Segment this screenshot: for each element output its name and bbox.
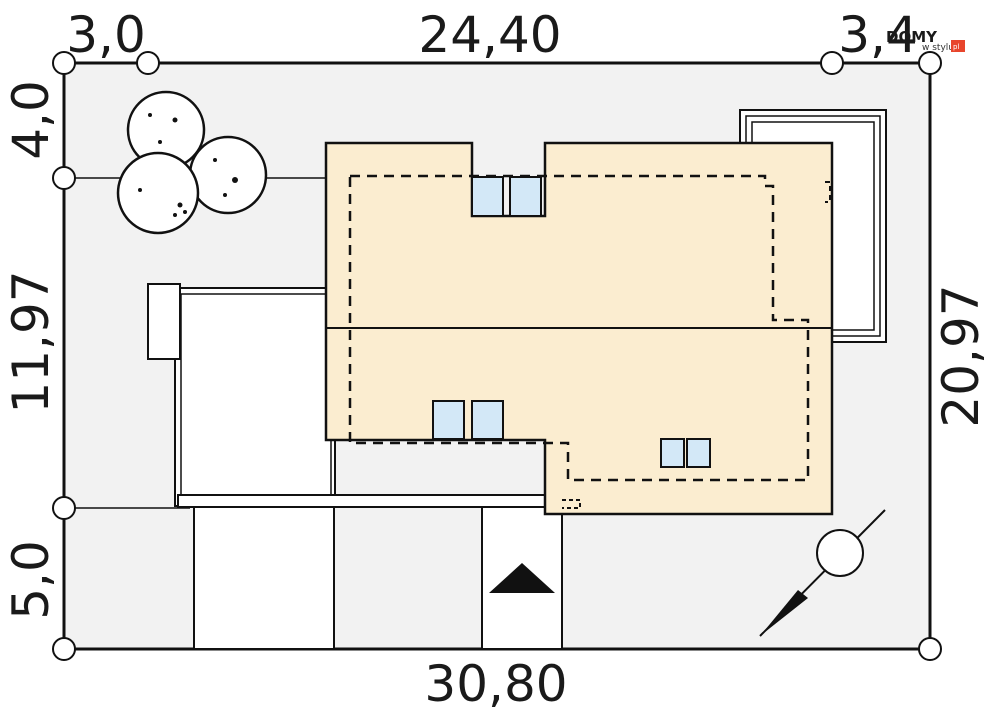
north-arrow-icon xyxy=(759,509,886,637)
entrance-triangle-icon xyxy=(489,563,555,593)
wall-outline-dashed xyxy=(348,174,810,482)
garage-wing xyxy=(174,287,336,507)
dim-left-middle: 11,97 xyxy=(2,270,60,413)
dim-top-left: 3,0 xyxy=(66,6,146,64)
roof-window xyxy=(509,176,542,217)
garage-front-bar xyxy=(177,494,549,508)
logo-tld: pl xyxy=(953,43,959,51)
dim-top-middle: 24,40 xyxy=(418,6,561,64)
dim-top-right: 3,4 xyxy=(838,6,918,64)
roof-window xyxy=(471,176,504,217)
chimney-dashed xyxy=(825,181,831,203)
roof-window xyxy=(432,400,465,440)
dim-left-top: 4,0 xyxy=(2,80,60,160)
dimension-markers xyxy=(52,51,942,661)
logo: DOMY w stylu pl xyxy=(886,28,965,53)
dim-right: 20,97 xyxy=(932,284,990,427)
vent-dashed xyxy=(562,499,581,509)
driveway-left xyxy=(193,506,335,650)
roof-window xyxy=(471,400,504,440)
logo-sub: w stylu xyxy=(922,43,954,53)
dim-left-bottom: 5,0 xyxy=(2,540,60,620)
logo-tld-badge xyxy=(951,40,965,52)
roof-window xyxy=(686,438,711,468)
garage-annex xyxy=(147,283,181,360)
tree-texture xyxy=(138,113,238,217)
dim-bottom: 30,80 xyxy=(424,655,567,710)
tree-icon xyxy=(116,90,268,235)
roof-window xyxy=(660,438,685,468)
logo-main: DOMY xyxy=(886,28,938,46)
